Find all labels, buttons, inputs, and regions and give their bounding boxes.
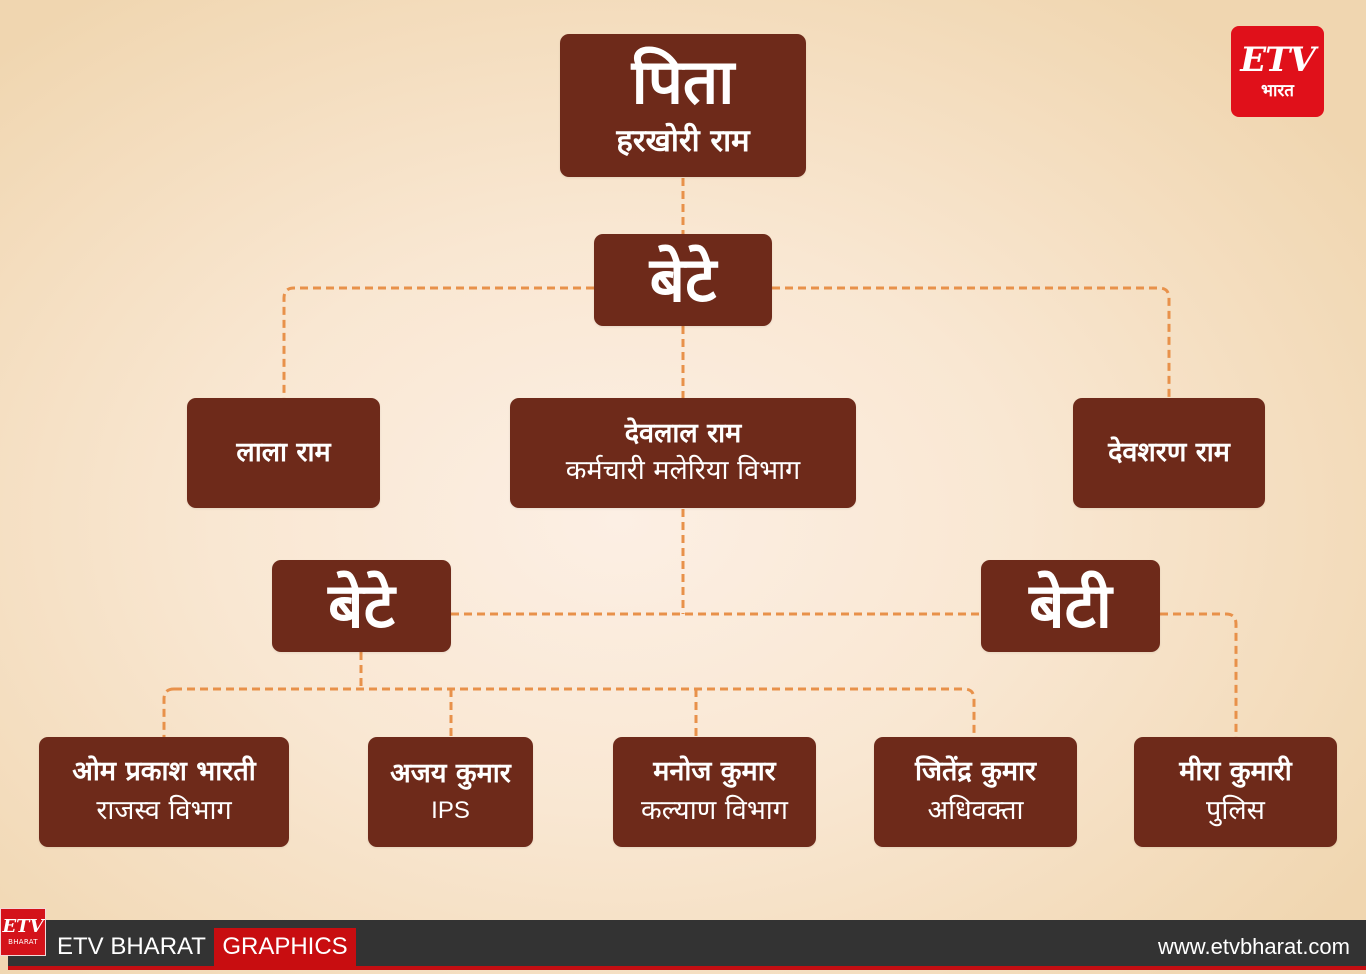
connector-grandsons-row <box>174 687 976 737</box>
grandchild-node-jitendra-kumar: जितेंद्र कुमार अधिवक्ता <box>874 737 1077 847</box>
grandchild-node-meera-kumari: मीरा कुमारी पुलिस <box>1134 737 1337 847</box>
etv-logo-icon: ETV <box>1240 40 1316 80</box>
son-role: कर्मचारी मलेरिया विभाग <box>565 455 801 487</box>
grandsons-header-node: बेटे <box>272 560 451 652</box>
grandchild-node-ajay-kumar: अजय कुमार IPS <box>368 737 533 847</box>
connector-sons-left <box>282 286 594 398</box>
father-node: पिता हरखोरी राम <box>560 34 806 177</box>
connector-sons-right <box>772 286 1171 398</box>
grandsons-header-label: बेटे <box>328 569 395 642</box>
grandchild-role: अधिवक्ता <box>927 795 1024 827</box>
son-node-lala-ram: लाला राम <box>187 398 380 508</box>
footer-graphics-tag: GRAPHICS <box>214 928 356 970</box>
etv-bharat-logo: ETV भारत <box>1231 26 1324 117</box>
sons-header-node: बेटे <box>594 234 772 326</box>
logo-subtitle: भारत <box>1261 81 1294 101</box>
grandchild-name: अजय कुमार <box>390 757 511 789</box>
grandchild-role: कल्याण विभाग <box>640 795 788 827</box>
son-name: देवशरण राम <box>1108 436 1230 468</box>
father-name: हरखोरी राम <box>616 122 750 159</box>
grandchild-name: मनोज कुमार <box>653 755 776 787</box>
son-name: लाला राम <box>236 436 331 468</box>
grandchild-node-manoj-kumar: मनोज कुमार कल्याण विभाग <box>613 737 816 847</box>
footer-brand: ETV BHARAT <box>57 933 206 960</box>
son-node-devsharan-ram: देवशरण राम <box>1073 398 1265 508</box>
footer-logo: ETV BHARAT <box>0 908 46 956</box>
footer-website-link[interactable]: www.etvbharat.com <box>1158 934 1350 959</box>
granddaughter-header-node: बेटी <box>981 560 1160 652</box>
son-node-devlal-ram: देवलाल राम कर्मचारी मलेरिया विभाग <box>510 398 856 508</box>
grandchild-name: ओम प्रकाश भारती <box>72 755 256 787</box>
etv-footer-logo-icon: ETV <box>2 916 44 937</box>
sons-header-label: बेटे <box>649 243 717 316</box>
grandchild-name: जितेंद्र कुमार <box>914 755 1037 787</box>
grandchild-role: IPS <box>431 797 470 825</box>
connector-grandsons-left <box>162 687 175 737</box>
granddaughter-header-label: बेटी <box>1029 569 1112 642</box>
son-name: देवलाल राम <box>624 417 742 449</box>
footer-logo-subtitle: BHARAT <box>8 938 38 946</box>
connector-beti-meera <box>1160 612 1238 737</box>
grandchild-role: पुलिस <box>1206 795 1265 827</box>
grandchild-node-om-prakash: ओम प्रकाश भारती राजस्व विभाग <box>39 737 289 847</box>
grandchild-role: राजस्व विभाग <box>96 795 232 827</box>
grandchild-name: मीरा कुमारी <box>1179 755 1292 787</box>
father-label: पिता <box>631 44 735 118</box>
